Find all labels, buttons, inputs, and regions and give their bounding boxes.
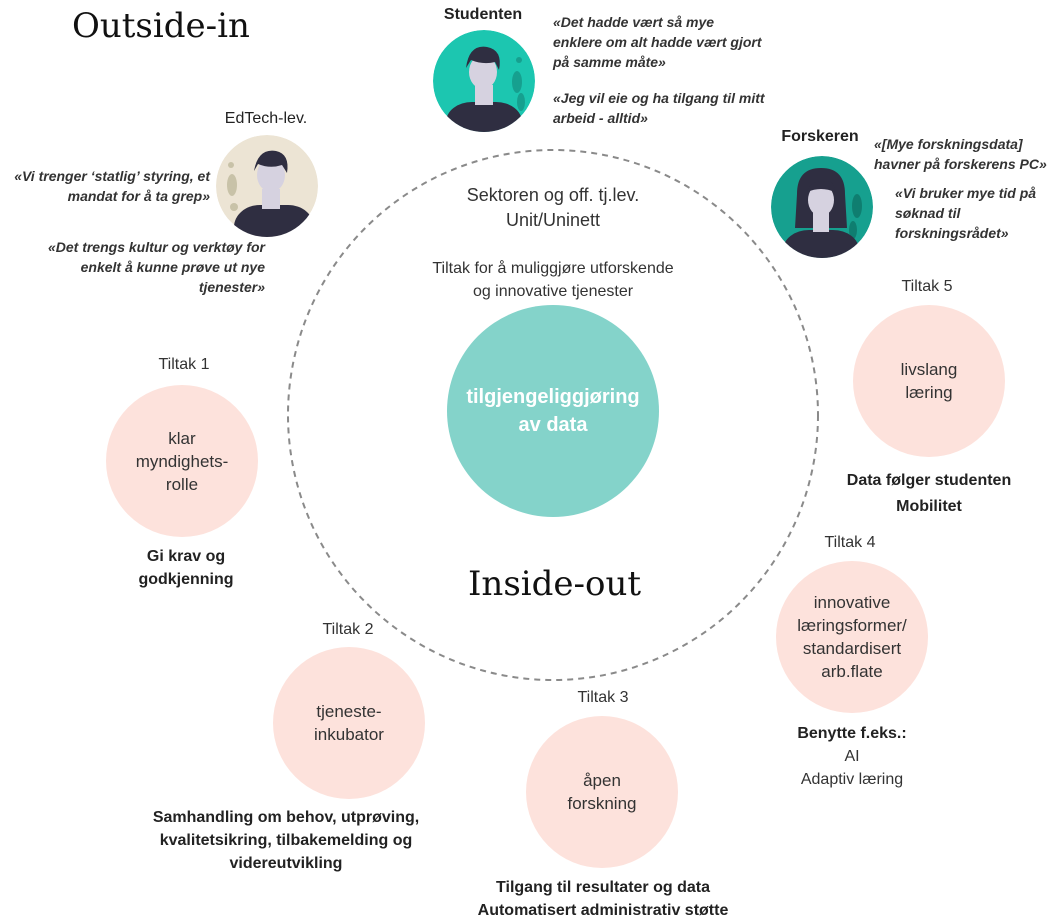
forskeren-avatar-icon [771,156,873,258]
studenten-quote-2: «Jeg vil eie og ha tilgang til mitt arbe… [553,90,765,126]
forskeren-quote-1: «[Mye forskningsdata] havner på forskere… [874,136,1047,172]
tiltak-2-label: Tiltak 2 [322,621,374,638]
tiltak-3-label: Tiltak 3 [577,689,629,706]
tiltak-2-circle: tjeneste- inkubator [273,647,425,799]
tiltak-2-notes: Samhandling om behov, utprøving, kvalite… [152,809,420,872]
tiltak-5-notes: Data følger studenten Mobilitet [846,472,1012,515]
tiltak-1-circle: klar myndighets- rolle [106,385,258,537]
edtech-avatar-icon [216,135,318,237]
tiltak-3-circle: åpen forskning [526,716,678,868]
forskeren-quote-2: «Vi bruker mye tid på søknad til forskni… [895,185,1037,241]
tiltak-5-label: Tiltak 5 [901,278,953,295]
tiltak-4-label: Tiltak 4 [824,534,876,551]
inside-out-title: Inside-out [468,564,642,604]
tiltak-1-notes: Gi krav og godkjenning [138,548,234,588]
edtech-quote-2: «Det trengs kultur og verktøy for enkelt… [47,239,265,295]
tiltak-3-notes: Tilgang til resultater og data Automatis… [477,879,729,919]
outside-in-title: Outside-in [72,6,250,46]
edtech-name: EdTech-lev. [224,110,308,127]
forskeren-name: Forskeren [781,128,859,145]
tiltak-1-label: Tiltak 1 [158,356,210,373]
studenten-quote-1: «Det hadde vært så mye enklere om alt ha… [553,14,762,70]
sector-label: Sektoren og off. tj.lev. Unit/Uninett [466,185,640,230]
studenten-avatar-icon [433,30,535,132]
tiltak-description: Tiltak for å muliggjøre utforskende og i… [432,260,674,300]
tiltak-5-circle: livslang læring [853,305,1005,457]
edtech-quote-1: «Vi trenger ‘statlig’ styring, et mandat… [14,168,210,204]
studenten-name: Studenten [443,6,523,23]
center-circle: tilgjengeliggjøring av data [447,305,659,517]
tiltak-4-circle: innovative læringsformer/ standardisert … [776,561,928,713]
tiltak-4-notes: Benytte f.eks.: AI Adaptiv læring [797,725,907,788]
